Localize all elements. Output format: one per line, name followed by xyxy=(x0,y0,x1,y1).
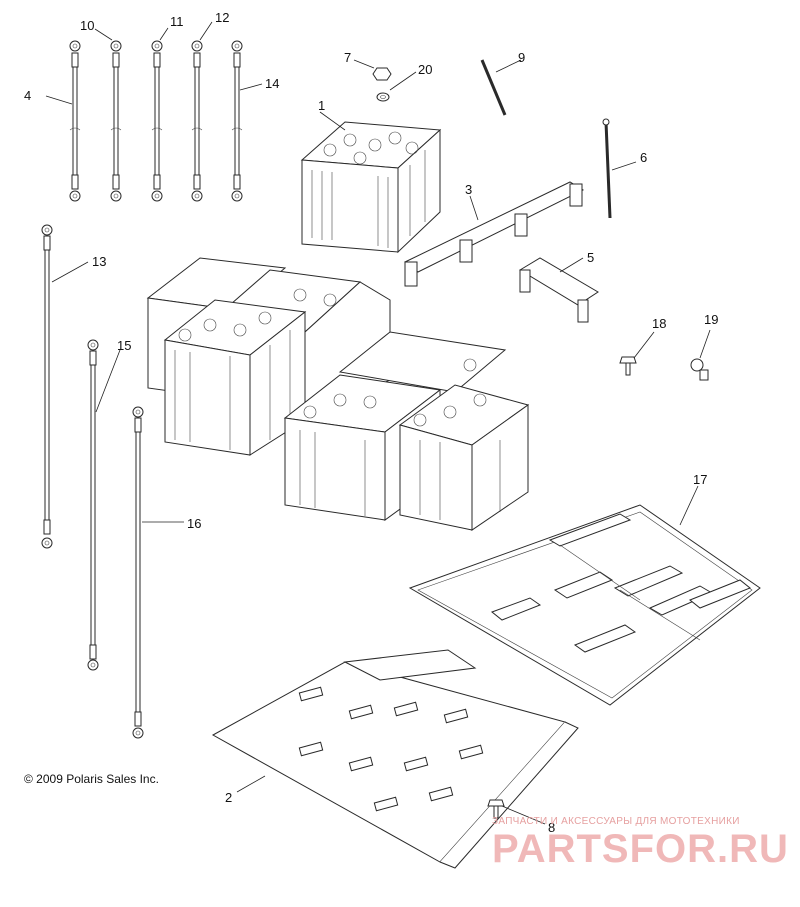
battery-plate-2 xyxy=(211,649,579,869)
screw-18 xyxy=(619,356,637,376)
battery-tray-17 xyxy=(408,504,761,706)
long-battery-cables xyxy=(41,224,144,739)
hold-down-bracket-3 xyxy=(404,181,585,287)
callout-1: 1 xyxy=(318,98,325,113)
callout-8: 8 xyxy=(548,820,555,835)
callout-9: 9 xyxy=(518,50,525,65)
watermark-tagline: ЗАПЧАСТИ И АКСЕССУАРЫ ДЛЯ МОТОТЕХНИКИ xyxy=(492,816,740,827)
callout-5: 5 xyxy=(587,250,594,265)
hold-down-rod-9 xyxy=(480,59,507,116)
screw-8 xyxy=(487,799,505,819)
callout-16: 16 xyxy=(187,516,201,531)
leader-lines xyxy=(45,21,711,825)
nut-7 xyxy=(372,67,392,81)
callout-2: 2 xyxy=(225,790,232,805)
battery-single xyxy=(300,121,442,254)
callout-18: 18 xyxy=(652,316,666,331)
clip-19 xyxy=(690,358,709,381)
callout-10: 10 xyxy=(80,18,94,33)
callout-11: 11 xyxy=(170,14,184,29)
short-battery-cables xyxy=(69,40,243,202)
callout-6: 6 xyxy=(640,150,647,165)
callout-19: 19 xyxy=(704,312,718,327)
callout-12: 12 xyxy=(215,10,229,25)
washer-20 xyxy=(376,92,390,102)
callout-labels: 1 2 3 4 5 6 7 8 9 10 11 12 13 14 15 16 1… xyxy=(24,10,718,835)
battery-pack-right xyxy=(283,331,530,531)
callout-14: 14 xyxy=(265,76,279,91)
callout-15: 15 xyxy=(117,338,131,353)
callout-13: 13 xyxy=(92,254,106,269)
copyright-text: © 2009 Polaris Sales Inc. xyxy=(24,772,159,786)
hold-down-bracket-5 xyxy=(519,257,599,323)
hold-down-rod-6 xyxy=(602,118,612,219)
callout-17: 17 xyxy=(693,472,707,487)
callout-7: 7 xyxy=(344,50,351,65)
watermark-logo: PARTSFOR.RU xyxy=(492,827,789,871)
callout-3: 3 xyxy=(465,182,472,197)
callout-20: 20 xyxy=(418,62,432,77)
callout-4: 4 xyxy=(24,88,31,103)
